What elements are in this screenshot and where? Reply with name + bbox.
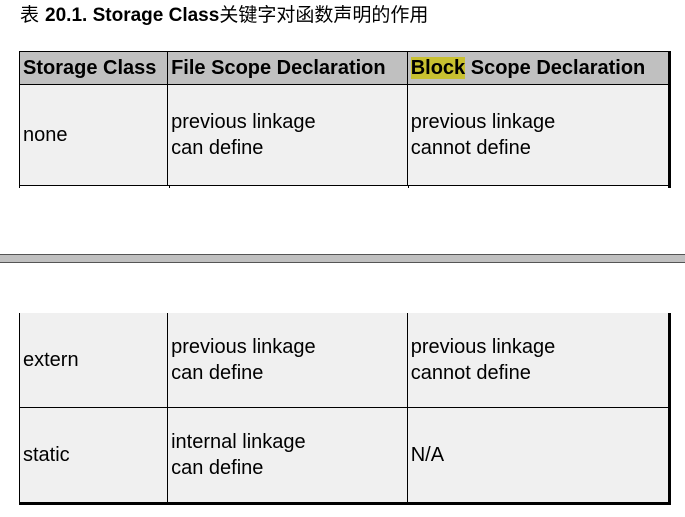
cell-line: can define xyxy=(171,362,264,384)
cell-line: internal linkage xyxy=(171,431,306,453)
storage-class-table-top: Storage Class File Scope Declaration Blo… xyxy=(18,51,672,186)
table-caption: 表 20.1. Storage Class关键字对函数声明的作用 xyxy=(20,2,428,29)
storage-class-table-bottom: extern previous linkage can define previ… xyxy=(18,313,672,505)
header-block-scope-rest: Scope Declaration xyxy=(465,57,646,79)
page-break-divider xyxy=(0,254,685,263)
cell-file-scope: previous linkage can define xyxy=(167,84,408,186)
header-storage-class: Storage Class xyxy=(18,51,169,85)
caption-label: 表 xyxy=(20,4,46,26)
cell-block-scope: N/A xyxy=(406,407,672,505)
cell-line: cannot define xyxy=(410,137,531,159)
cell-block-scope: previous linkage cannot define xyxy=(406,313,672,408)
header-block-scope: Block Scope Declaration xyxy=(406,51,672,85)
table-row: static internal linkage can define N/A xyxy=(18,407,672,505)
cell-line: can define xyxy=(171,137,264,159)
cell-storage-class: extern xyxy=(18,313,169,408)
cell-line: can define xyxy=(171,457,264,479)
cell-line: previous linkage xyxy=(171,336,316,358)
cell-storage-class: none xyxy=(18,84,169,186)
cell-storage-class: static xyxy=(18,407,169,505)
table-row: none previous linkage can define previou… xyxy=(18,84,672,186)
cell-line: N/A xyxy=(410,444,445,466)
caption-number: 20.1. Storage Class xyxy=(45,5,220,26)
cell-line: previous linkage xyxy=(410,336,556,358)
cell-line: previous linkage xyxy=(171,111,316,133)
cell-block-scope: previous linkage cannot define xyxy=(406,84,672,186)
table-row: extern previous linkage can define previ… xyxy=(18,313,672,408)
cell-file-scope: previous linkage can define xyxy=(167,313,408,408)
cell-line: cannot define xyxy=(410,362,531,384)
cell-file-scope: internal linkage can define xyxy=(167,407,408,505)
table-header-row: Storage Class File Scope Declaration Blo… xyxy=(18,51,672,85)
table-continuation-stub xyxy=(19,185,671,188)
caption-text: 关键字对函数声明的作用 xyxy=(219,4,429,26)
search-highlight: Block xyxy=(410,57,466,79)
cell-line: previous linkage xyxy=(410,111,556,133)
header-file-scope: File Scope Declaration xyxy=(167,51,408,85)
